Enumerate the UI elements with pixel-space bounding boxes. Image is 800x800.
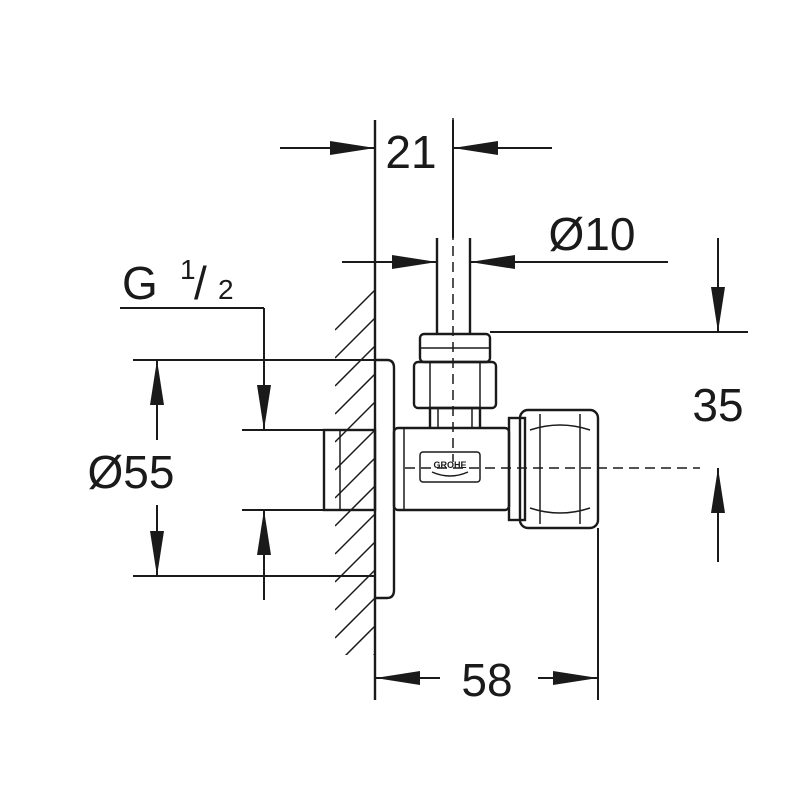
dim-58-label: 58 — [461, 654, 512, 706]
valve-body — [322, 238, 600, 600]
dim-diameter-10-label: Ø10 — [549, 208, 636, 260]
dimension-35: 35 — [490, 238, 748, 562]
dim-21-label: 21 — [385, 126, 436, 178]
thread-callout: G 1 / 2 — [120, 254, 324, 600]
thread-numerator: 1 — [180, 254, 196, 285]
thread-slash: / — [194, 257, 207, 309]
thread-prefix: G — [122, 257, 158, 309]
dim-diameter-55-label: Ø55 — [88, 446, 175, 498]
dimension-diameter-10: Ø10 — [342, 208, 668, 269]
dimension-21: 21 — [280, 120, 552, 238]
wall-hatching — [335, 290, 375, 655]
brand-logo: GROHE — [419, 451, 481, 483]
dimension-diameter-55: Ø55 — [88, 359, 375, 577]
dim-35-label: 35 — [692, 379, 743, 431]
dimension-58: 58 — [375, 528, 599, 706]
thread-denominator: 2 — [218, 274, 234, 305]
logo-text: GROHE — [433, 460, 466, 470]
